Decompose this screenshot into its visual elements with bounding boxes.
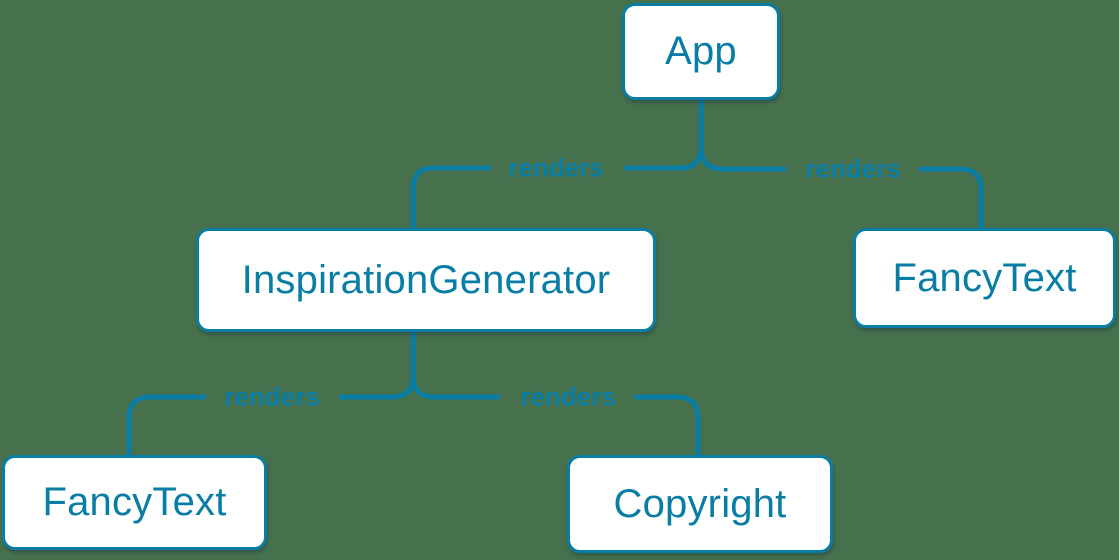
edge-app-ft-right-part xyxy=(918,166,984,230)
node-inspiration-generator: InspirationGenerator xyxy=(196,228,656,332)
edge-label-renders-app-ig: renders xyxy=(508,152,604,183)
node-app-label: App xyxy=(665,29,737,73)
node-copyright-label: Copyright xyxy=(613,481,787,526)
node-copyright: Copyright xyxy=(567,455,833,553)
node-fancy-text-left-label: FancyText xyxy=(42,480,227,524)
edge-ig-copyright-right-part xyxy=(633,394,701,457)
edge-ig-ft-right-part xyxy=(338,373,416,400)
edge-ig-copyright-left-part xyxy=(410,373,501,400)
edge-ig-ft-left-part xyxy=(126,394,207,457)
edge-label-renders-ig-fancytext: renders xyxy=(224,381,320,412)
edge-label-renders-app-fancytext: renders xyxy=(805,153,901,184)
edge-app-ig-right-part xyxy=(623,144,704,171)
node-fancy-text-left: FancyText xyxy=(2,455,267,550)
node-fancy-text-right-label: FancyText xyxy=(892,255,1077,300)
edge-app-ft-left-part xyxy=(698,144,787,172)
edge-label-renders-ig-copyright: renders xyxy=(520,381,616,412)
edge-app-ig-left-part xyxy=(410,165,492,230)
node-inspiration-generator-label: InspirationGenerator xyxy=(241,257,611,302)
node-app: App xyxy=(622,3,780,100)
node-fancy-text-right: FancyText xyxy=(853,228,1116,328)
